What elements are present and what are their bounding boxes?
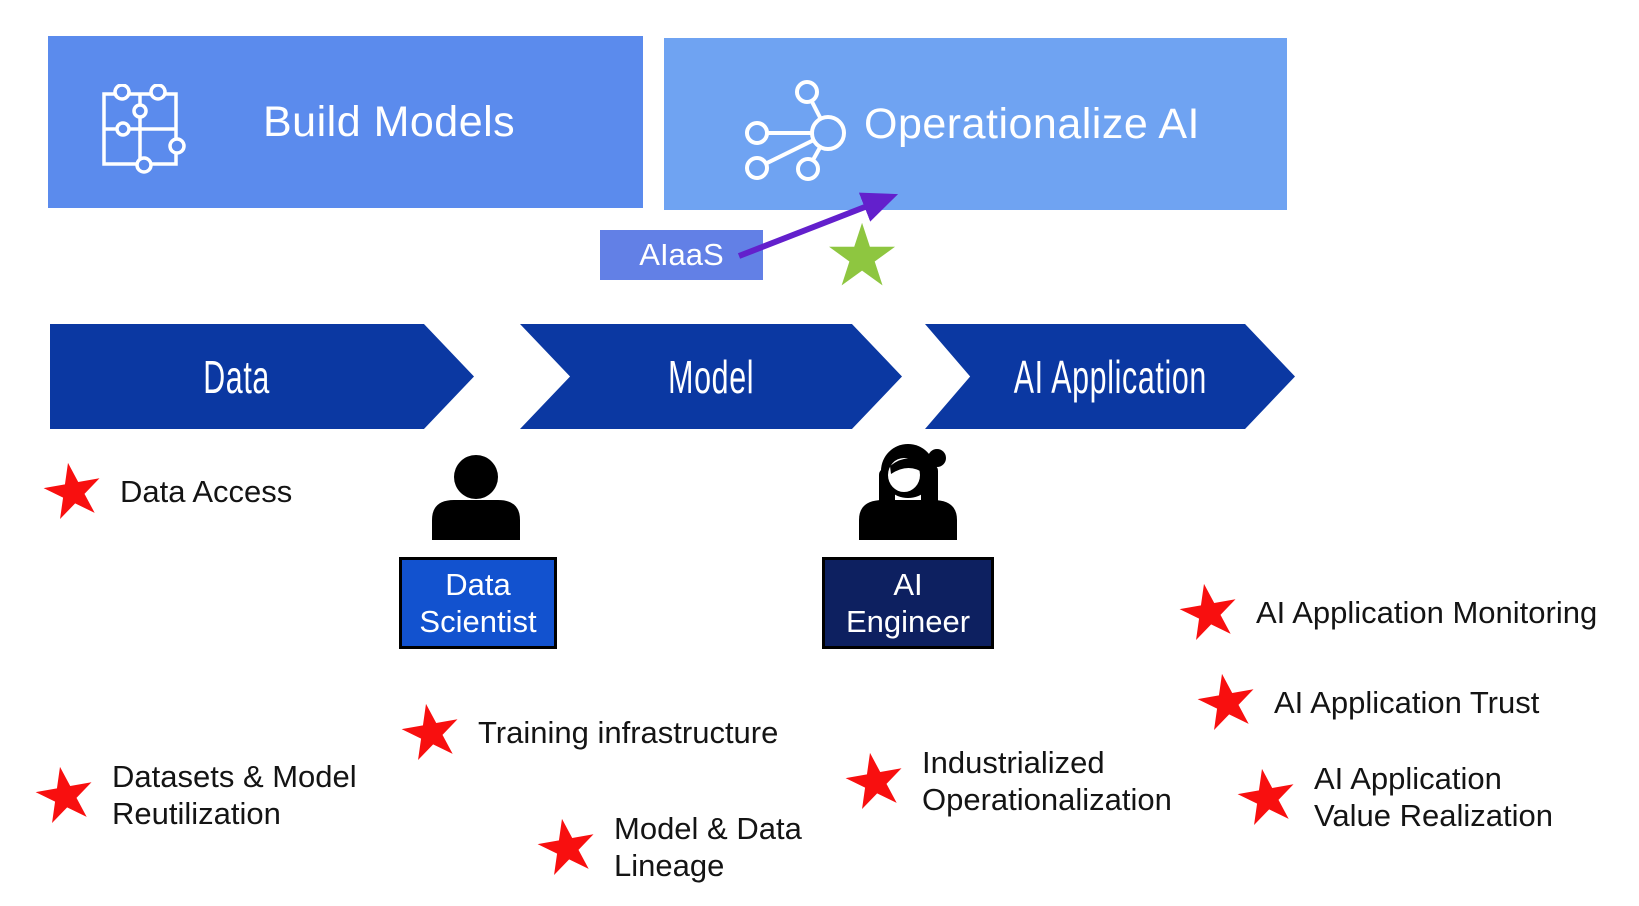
capability-data-access-label: Data Access <box>120 473 293 509</box>
stage-ai-application-label: AI Application <box>1013 350 1207 403</box>
red-star-icon: ★ <box>1186 653 1268 751</box>
red-star-icon: ★ <box>1226 748 1308 846</box>
network-icon <box>745 80 846 181</box>
red-star-icon: ★ <box>1168 563 1250 661</box>
red-star-icon: ★ <box>526 798 608 896</box>
red-star-icon: ★ <box>24 746 106 844</box>
capability-training-label: Training infrastructure <box>478 714 779 750</box>
pipeline-stage-model: Model <box>520 324 902 429</box>
pipeline-stage-data: Data <box>50 324 474 429</box>
capability-model-data-lineage: ★ Model & Data Lineage <box>527 799 802 895</box>
capability-ai-application-value-realization: ★ AI Application Value Realization <box>1227 749 1553 845</box>
data-scientist-label-line2: Scientist <box>419 604 537 639</box>
green-star-icon: ★ <box>823 206 901 306</box>
ai-engineer-box: AI Engineer <box>822 557 994 649</box>
capability-industrialized-operationalization: ★ Industrialized Operationalization <box>835 733 1172 829</box>
capability-value-line1: AI Application <box>1314 761 1502 796</box>
capability-data-access: ★ Data Access <box>33 443 293 539</box>
ai-engineer-label-line2: Engineer <box>845 604 971 639</box>
aiaas-box: AIaaS <box>600 230 763 280</box>
capability-training-infrastructure: ★ Training infrastructure <box>391 684 779 780</box>
capability-lineage-line1: Model & Data <box>614 811 802 846</box>
ai-engineer-label-line1: AI <box>893 567 923 602</box>
data-scientist-label-line1: Data <box>445 567 511 602</box>
capability-ai-application-trust: ★ AI Application Trust <box>1187 654 1540 750</box>
capability-datasets-line1: Datasets & Model <box>112 759 357 794</box>
ai-engineer-person-icon <box>859 444 957 540</box>
puzzle-icon <box>102 84 186 174</box>
red-star-icon: ★ <box>32 442 114 540</box>
red-star-icon: ★ <box>834 732 916 830</box>
stage-data-label: Data <box>203 350 271 403</box>
capability-lineage-line2: Lineage <box>614 848 725 883</box>
operationalize-ai-label: Operationalize AI <box>864 99 1200 148</box>
build-models-label: Build Models <box>263 97 516 146</box>
red-star-icon: ★ <box>390 683 472 781</box>
stage-model-label: Model <box>667 350 754 403</box>
build-models-box: Build Models <box>48 36 643 208</box>
capability-ai-application-monitoring: ★ AI Application Monitoring <box>1169 564 1598 660</box>
capability-industrialized-line1: Industrialized <box>922 745 1105 780</box>
capability-industrialized-line2: Operationalization <box>922 782 1172 817</box>
pipeline-stage-ai-application: AI Application <box>925 324 1295 429</box>
operationalize-ai-box: Operationalize AI <box>664 38 1287 210</box>
capability-value-line2: Value Realization <box>1314 798 1553 833</box>
aiaas-label: AIaaS <box>639 237 724 272</box>
capability-datasets-model-reutilization: ★ Datasets & Model Reutilization <box>25 747 357 843</box>
capability-datasets-line2: Reutilization <box>112 796 281 831</box>
data-scientist-box: Data Scientist <box>399 557 557 649</box>
capability-trust-label: AI Application Trust <box>1274 684 1540 720</box>
data-scientist-person-icon <box>432 455 520 540</box>
capability-monitoring-label: AI Application Monitoring <box>1256 594 1598 630</box>
